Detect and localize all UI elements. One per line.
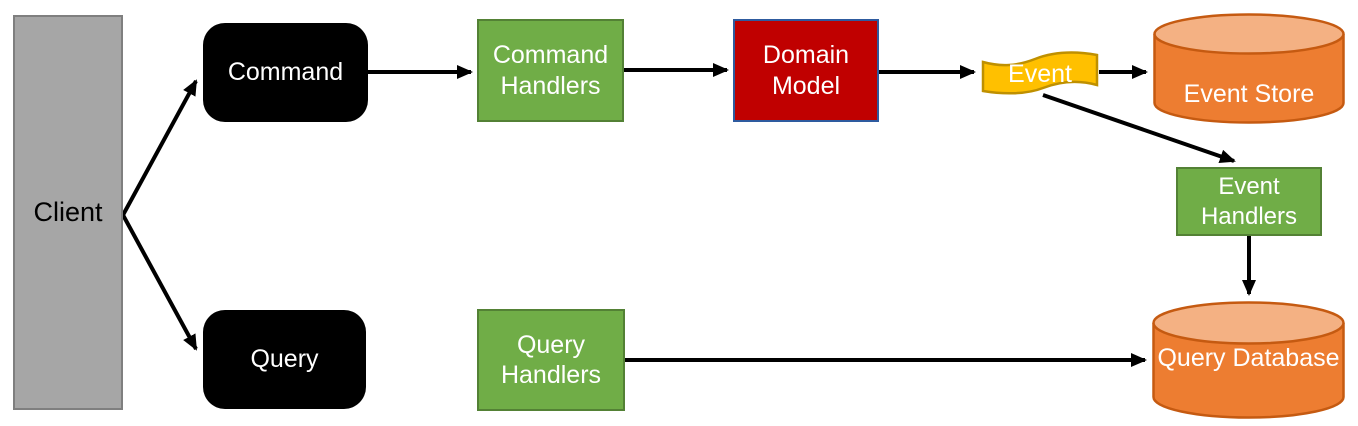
cylinder-body <box>1153 34 1345 124</box>
event-node: Event <box>981 50 1099 97</box>
cylinder-body <box>1152 323 1345 419</box>
event-handlers-label: Event Handlers <box>1200 173 1298 230</box>
arrow-client-to-command <box>121 79 198 216</box>
arrow-client-to-query <box>121 214 198 351</box>
command-handlers-label: Command Handlers <box>492 41 609 100</box>
client-node: Client <box>13 15 123 410</box>
domain-model-node: Domain Model <box>733 19 879 122</box>
query-handlers-node: Query Handlers <box>477 309 625 411</box>
query-node: Query <box>203 310 366 409</box>
command-handlers-node: Command Handlers <box>477 19 624 122</box>
query-database-label: Query Database <box>1157 344 1340 372</box>
event-store-label: Event Store <box>1183 80 1315 108</box>
query-handlers-label: Query Handlers <box>500 330 602 390</box>
client-label: Client <box>33 197 103 228</box>
arrow-event-to-event-handlers <box>1042 93 1236 164</box>
command-label: Command <box>227 58 344 87</box>
query-label: Query <box>250 345 319 374</box>
cylinder-top <box>1153 13 1345 55</box>
query-database-node: Query Database <box>1152 301 1345 421</box>
command-node: Command <box>203 23 368 122</box>
cylinder-top <box>1152 301 1345 345</box>
event-store-node: Event Store <box>1153 13 1345 126</box>
event-handlers-node: Event Handlers <box>1176 167 1322 236</box>
event-label: Event <box>1008 60 1072 88</box>
domain-model-label: Domain Model <box>762 41 850 100</box>
wave-banner-shape <box>981 51 1099 95</box>
